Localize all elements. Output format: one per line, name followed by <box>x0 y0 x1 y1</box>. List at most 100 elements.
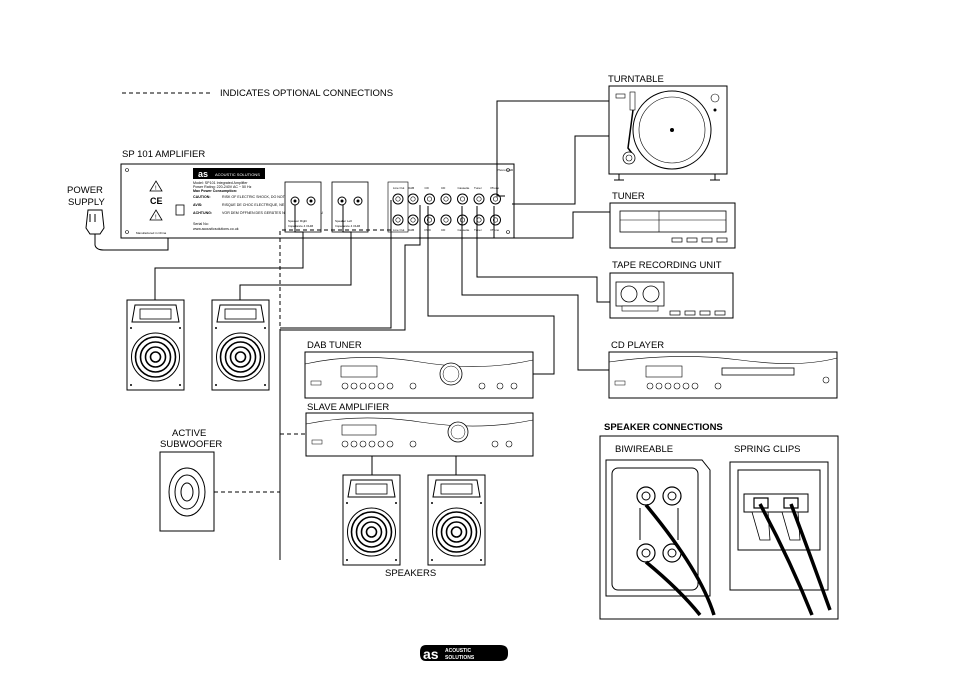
jack-bottom-label: CD <box>441 228 446 232</box>
svg-text:RISQUE DE CHOC ELECTRIQUE, NE: RISQUE DE CHOC ELECTRIQUE, NE PAS OUVRIR <box>222 203 308 207</box>
footer-brand-line1: ACOUSTIC <box>445 648 472 654</box>
jack-top-label: CD <box>441 186 446 190</box>
phono-ground-label: Phono GND <box>497 168 514 172</box>
svg-text:!: ! <box>155 215 157 221</box>
jack-bottom-label: Cassette <box>458 228 470 232</box>
svg-text:!: ! <box>155 186 157 192</box>
front-panel-button <box>655 382 663 390</box>
tuner-label: TUNER <box>612 191 645 202</box>
jack-top-label: CD <box>425 186 430 190</box>
subwoofer-label-line1: ACTIVE <box>172 428 206 439</box>
front-panel-button <box>368 382 376 390</box>
spring-clip-terminal-detail <box>729 461 832 616</box>
jack-top-label: Cassette <box>458 186 470 190</box>
front-panel-button <box>359 382 367 390</box>
amp-brand-text: ACOUSTIC SOLUTIONS <box>215 172 260 177</box>
front-panel-button <box>669 310 681 316</box>
amp-jack-pair: CD CD <box>440 186 452 232</box>
svg-text:Impedance 4 OHM: Impedance 4 OHM <box>288 224 314 228</box>
speaker-connections-title: SPEAKER CONNECTIONS <box>604 422 723 433</box>
jack-top-label: Tuner <box>474 186 482 190</box>
front-panel-button <box>377 440 385 448</box>
svg-text:Impedance 4 OHM: Impedance 4 OHM <box>335 224 361 228</box>
slave-body <box>305 412 534 457</box>
biwireable-terminal-detail <box>605 459 716 617</box>
speaker-cabinet <box>126 299 185 391</box>
power-supply: POWER SUPPLY <box>67 185 176 251</box>
tuner-dial <box>619 210 727 233</box>
jack-top-label: DAB <box>408 186 414 190</box>
svg-text:www.acousticsolutions.co.uk: www.acousticsolutions.co.uk <box>193 227 239 231</box>
front-panel-button <box>686 237 698 243</box>
dab-label: DAB TUNER <box>307 340 362 351</box>
front-panel-button <box>386 382 394 390</box>
slave-label: SLAVE AMPLIFIER <box>307 402 389 413</box>
shock-warning-icon <box>149 180 163 192</box>
amp-jack-pair: DAB DAB <box>407 186 419 232</box>
tape-label: TAPE RECORDING UNIT <box>612 260 722 271</box>
front-panel-button <box>496 382 504 390</box>
ce-mark-icon: CE <box>150 196 163 206</box>
amp-brand-badge <box>193 168 265 179</box>
front-panel-button <box>684 310 696 316</box>
speaker-units <box>126 299 486 566</box>
front-panel-button <box>491 440 499 448</box>
speaker-terminal-right: Speaker Right Impedance 4 OHM <box>284 181 322 233</box>
front-panel-button <box>359 440 367 448</box>
front-panel-button <box>664 382 672 390</box>
power-supply-label-line2: SUPPLY <box>68 197 105 208</box>
jack-bottom-label: DAB <box>408 228 414 232</box>
slave-display <box>341 424 377 436</box>
amp-info-block: Model: SP101 Integrated Amplifier Power … <box>193 181 323 231</box>
svg-text:Serial No:: Serial No: <box>193 222 209 226</box>
speaker-cabinet <box>342 474 401 566</box>
front-panel-button <box>478 382 486 390</box>
jack-bottom-label: Phono <box>491 228 500 232</box>
svg-text:Model: SP101 Integrated Amplif: Model: SP101 Integrated Amplifier <box>193 181 248 185</box>
subwoofer-label-line2: SUBWOOFER <box>160 439 222 450</box>
caution-warning-icon <box>149 209 163 221</box>
amplifier-title: SP 101 AMPLIFIER <box>122 149 205 160</box>
connection-wires <box>154 100 610 560</box>
jack-bottom-label: Tuner <box>474 228 482 232</box>
slave-amplifier: SLAVE AMPLIFIER <box>305 402 534 457</box>
speaker-cabinet <box>211 299 270 391</box>
legend-label: INDICATES OPTIONAL CONNECTIONS <box>220 88 393 99</box>
front-panel-button <box>691 382 699 390</box>
dab-volume-knob <box>439 362 463 386</box>
front-panel-button <box>377 382 385 390</box>
front-panel-button <box>505 440 513 448</box>
cd-tray <box>721 367 795 376</box>
jack-top-label: Line Out <box>393 186 405 190</box>
spring-clips-label: SPRING CLIPS <box>734 444 801 455</box>
dab-display <box>340 365 378 378</box>
speaker-connections-panel: SPEAKER CONNECTIONS BIWIREABLE SPRING CL… <box>599 422 839 620</box>
svg-text:ACHTUNG:: ACHTUNG: <box>193 211 212 215</box>
front-panel-button <box>386 440 394 448</box>
svg-text:Power Rating: 220-240V AC ~ 50: Power Rating: 220-240V AC ~ 50 Hz <box>193 185 252 189</box>
speaker-terminal-left: Speaker Left Impedance 4 OHM <box>331 181 369 233</box>
jack-bottom-label: Line Out <box>393 228 405 232</box>
jack-top-label: Phono <box>491 186 500 190</box>
dab-tuner: DAB TUNER <box>304 340 534 399</box>
cd-display <box>645 365 683 378</box>
front-panel-button <box>409 440 417 448</box>
svg-text:RISK OF ELECTRIC SHOCK, DO NOT: RISK OF ELECTRIC SHOCK, DO NOT OPEN <box>222 195 296 199</box>
front-panel-button <box>350 382 358 390</box>
svg-text:AVIS:: AVIS: <box>193 203 202 207</box>
front-panel-button <box>646 382 654 390</box>
front-panel-button <box>699 310 711 316</box>
front-panel-button <box>671 237 683 243</box>
front-panel-button <box>714 310 726 316</box>
power-inlet <box>175 204 185 216</box>
svg-text:Speaker Right: Speaker Right <box>288 219 307 223</box>
svg-text:Max Power Consumption:: Max Power Consumption: <box>193 189 237 193</box>
front-panel-button <box>673 382 681 390</box>
active-subwoofer: ACTIVE SUBWOOFER <box>159 428 222 532</box>
svg-text:Speaker Left: Speaker Left <box>335 219 352 223</box>
biwireable-label: BIWIREABLE <box>615 444 673 455</box>
tuner: TUNER <box>609 191 736 249</box>
